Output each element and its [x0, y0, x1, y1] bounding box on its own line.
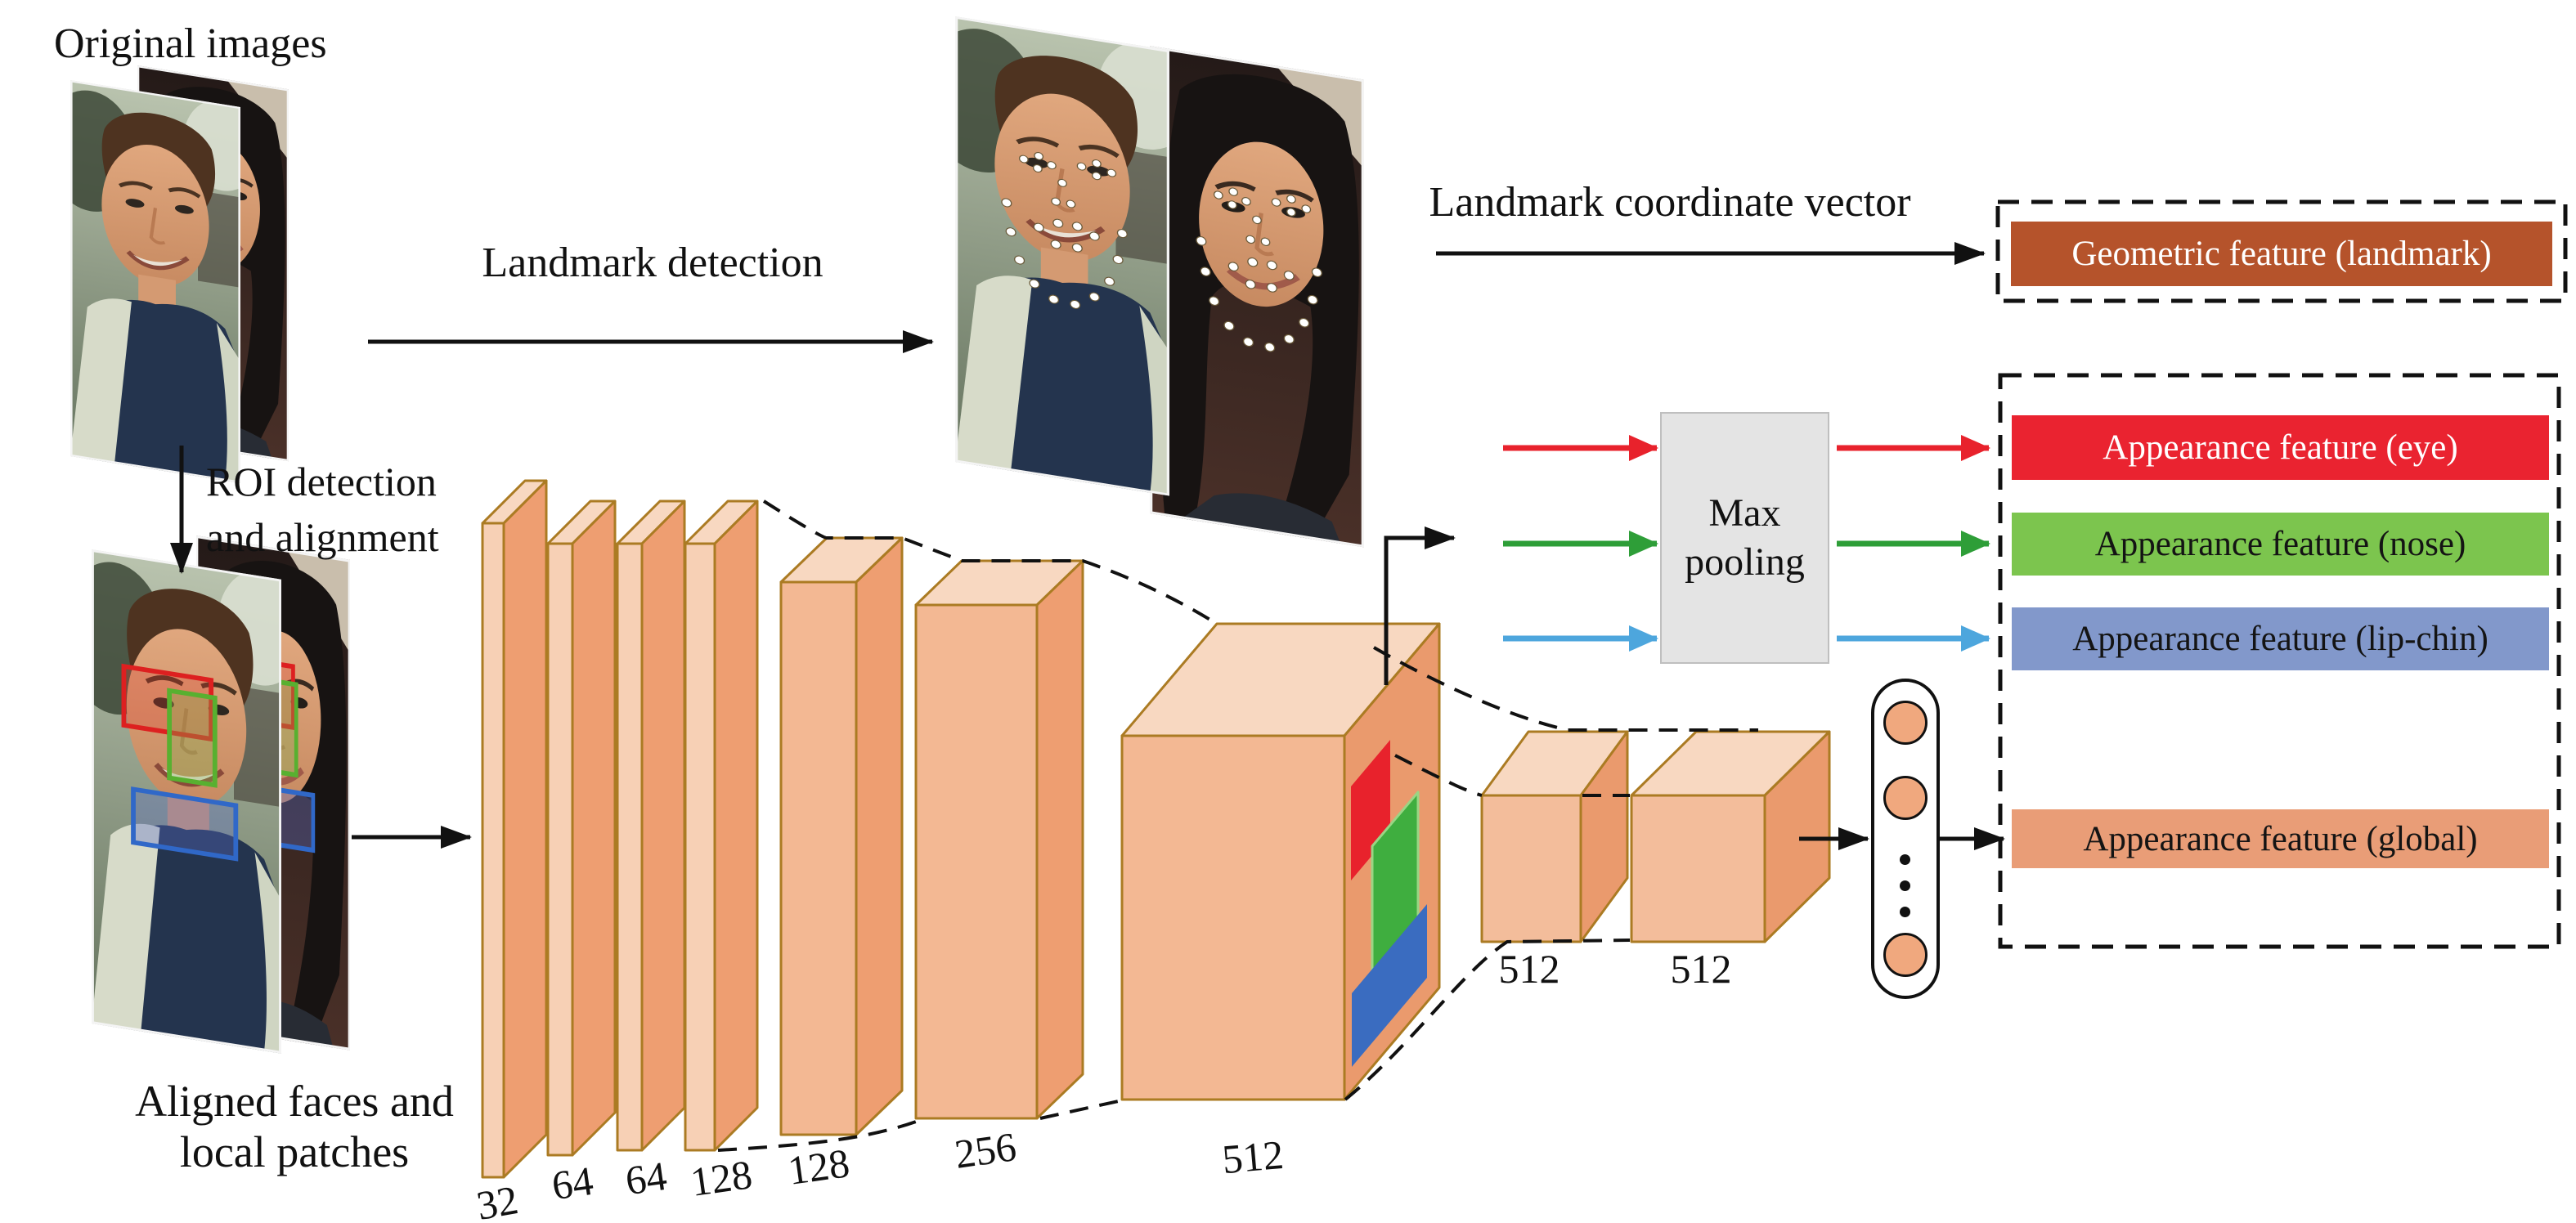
- cnn-label-512-fc1: 512: [1498, 946, 1560, 992]
- max-pooling-line2: pooling: [1685, 540, 1805, 584]
- cnn-layer-conv-64a: [546, 500, 617, 1157]
- cnn-layer-fc-512a: [1480, 730, 1629, 943]
- cnn-label-128b: 128: [784, 1140, 853, 1194]
- cnn-label-256: 256: [951, 1123, 1020, 1177]
- photo-original-man: [44, 72, 260, 486]
- label-landmark-coordinate-vector: Landmark coordinate vector: [1429, 179, 1911, 226]
- photo-stack-landmarks: [922, 7, 1364, 547]
- cnn-layer-conv-256: [914, 559, 1084, 1120]
- geometric-feature-dashed-box: [1995, 199, 2568, 303]
- black-arrows: [170, 242, 2005, 850]
- cnn-label-32: 32: [473, 1176, 522, 1223]
- cnn-label-512-fc2: 512: [1670, 946, 1732, 992]
- appearance-feature-nose-box: Appearance feature (nose): [2012, 513, 2549, 576]
- label-roi-detection-line2: and alignment: [206, 514, 439, 560]
- fc-ellipsis-dot: [1900, 907, 1910, 917]
- photo-landmark-woman: [1150, 46, 1364, 547]
- fc-neuron: [1883, 933, 1928, 977]
- cnn-label-64b: 64: [622, 1152, 670, 1204]
- photo-stack-aligned: [62, 535, 350, 1057]
- fc-neuron: [1883, 701, 1928, 745]
- fc-layer-capsule: [1871, 679, 1940, 999]
- label-roi-detection-line1: ROI detection: [206, 459, 437, 504]
- photo-landmark-man: [922, 7, 1194, 500]
- dashed-connectors: [717, 500, 1758, 1152]
- cnn-layer-conv-32: [481, 479, 548, 1179]
- appearance-feature-global-box: Appearance feature (global): [2012, 809, 2549, 868]
- max-pooling-box: Max pooling: [1660, 412, 1829, 664]
- label-original-images: Original images: [54, 20, 327, 67]
- fc-neuron: [1883, 776, 1928, 820]
- appearance-feature-lip-chin-box: Appearance feature (lip-chin): [2012, 607, 2549, 670]
- cnn-layer-fc-512b: [1630, 730, 1831, 943]
- fc-ellipsis-dot: [1900, 880, 1910, 891]
- cnn-layer-conv-128a: [684, 500, 759, 1152]
- cnn-backbone: [481, 479, 1831, 1179]
- conv-patch-lip-blue: [1352, 904, 1427, 1067]
- max-pooling-line1: Max: [1708, 491, 1781, 535]
- fc-ellipsis-dot: [1900, 854, 1910, 865]
- cnn-layer-conv-128b: [779, 536, 904, 1136]
- label-aligned-faces-line1: Aligned faces and: [135, 1077, 454, 1126]
- appearance-feature-eye-box: Appearance feature (eye): [2012, 415, 2549, 480]
- geometric-feature-box: Geometric feature (landmark): [2011, 222, 2552, 286]
- cnn-label-64a: 64: [549, 1157, 596, 1209]
- photo-aligned-man: [62, 540, 303, 1057]
- cnn-label-512: 512: [1220, 1131, 1286, 1183]
- label-aligned-faces-line2: local patches: [179, 1127, 410, 1176]
- photo-stack-original: [44, 65, 289, 486]
- cnn-layer-conv-64b: [616, 500, 686, 1152]
- cnn-label-128a: 128: [687, 1151, 756, 1205]
- colored-arrows: [1503, 435, 1990, 652]
- label-landmark-detection: Landmark detection: [482, 240, 824, 286]
- arrow-branch-to-maxpool: [1384, 526, 1456, 685]
- appearance-feature-dashed-box: [1998, 373, 2561, 949]
